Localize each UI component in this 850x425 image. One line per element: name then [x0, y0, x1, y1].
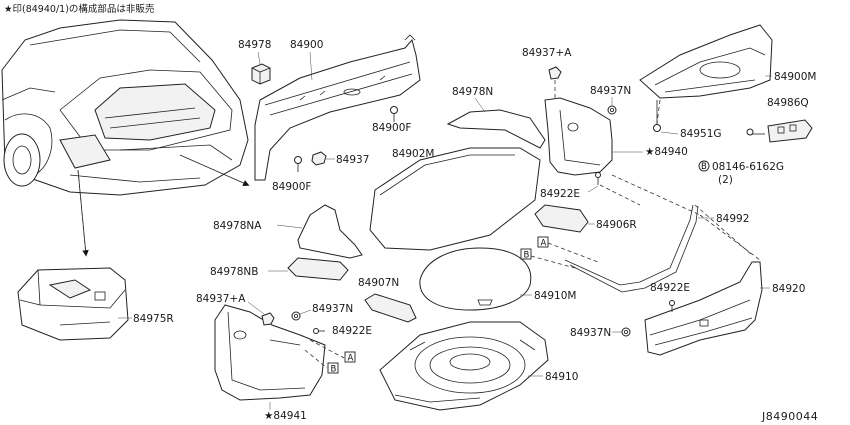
part-84900-shelf: [254, 34, 421, 181]
bolt-symbol-circle: [698, 160, 710, 172]
clip-84900f-a: [390, 106, 398, 122]
fastener-84922e-mid: [313, 328, 325, 334]
label-84978n: 84978N: [452, 86, 493, 98]
fastener-84937n-top: [607, 105, 617, 115]
label-84975r: 84975R: [133, 313, 174, 325]
ref-box-a-right-text: A: [541, 239, 547, 249]
part-84900m-lid-finisher: [639, 24, 773, 99]
part-84940-side-trim: [544, 97, 613, 176]
label-84978: 84978: [238, 39, 271, 51]
part-84992-strip: [564, 204, 699, 293]
part-84978n-trim: [446, 109, 546, 149]
label-08146-qty: (2): [718, 174, 733, 186]
label-84910m: 84910M: [534, 290, 576, 302]
ref-box-b-right: [520, 248, 532, 260]
label-84992: 84992: [716, 213, 749, 225]
fastener-84937a-top: [548, 66, 562, 80]
label-84920: 84920: [772, 283, 805, 295]
part-84907n-panel: [364, 293, 417, 323]
label-84922e-top: 84922E: [540, 188, 580, 200]
part-84978nb-panel: [287, 257, 349, 281]
ref-box-b-bot-text: B: [331, 365, 337, 375]
label-84937n-right: 84937N: [570, 327, 611, 339]
label-84941: ★84941: [264, 410, 307, 422]
label-84978nb: 84978NB: [210, 266, 258, 278]
label-84937a-bot: 84937+A: [196, 293, 246, 305]
ref-box-a-bot: [344, 351, 356, 363]
ref-box-a-bot-text: A: [348, 354, 354, 364]
label-84937n-top: 84937N: [590, 85, 631, 97]
fastener-84937n-mid: [291, 311, 301, 321]
bolt-symbol-text: B: [701, 162, 707, 172]
header-note: ★印(84940/1)の構成部品は非販売: [4, 3, 154, 15]
part-84906r-panel: [534, 204, 589, 233]
label-84978na: 84978NA: [213, 220, 262, 232]
label-84910: 84910: [545, 371, 578, 383]
clip-84900f-b: [294, 156, 302, 172]
label-84922e-mid: 84922E: [332, 325, 372, 337]
label-08146: 08146-6162G: [712, 161, 784, 173]
label-84902m: 84902M: [392, 148, 434, 160]
part-84941-side-trim: [214, 304, 326, 401]
label-84940: ★84940: [645, 146, 688, 158]
label-84937n-mid: 84937N: [312, 303, 353, 315]
label-84986q: 84986Q: [767, 97, 809, 109]
fastener-84937n-right: [621, 327, 631, 337]
part-84975r-tray: [17, 267, 129, 341]
bolt-08146: [746, 128, 765, 136]
fastener-84922e-right: [669, 300, 675, 312]
label-84900m: 84900M: [774, 71, 816, 83]
label-84907n: 84907N: [358, 277, 399, 289]
fastener-84937a-bot: [261, 312, 275, 326]
label-84900f-a: 84900F: [372, 122, 411, 134]
label-84906r: 84906R: [596, 219, 637, 231]
label-84900f-b: 84900F: [272, 181, 311, 193]
fastener-84922e-top: [595, 172, 601, 185]
label-84922e-right: 84922E: [650, 282, 690, 294]
label-84900: 84900: [290, 39, 323, 51]
part-84902m-mat: [369, 147, 541, 251]
ref-box-b-bot: [327, 362, 339, 374]
ref-box-b-right-text: B: [524, 251, 530, 261]
part-84910m-cover: [419, 247, 532, 311]
part-84978na-trim: [297, 204, 363, 259]
label-84951g: 84951G: [680, 128, 722, 140]
diagram-code: J8490044: [761, 410, 818, 423]
pointer-arrow-trunk: [179, 154, 250, 186]
part-84920-finisher: [644, 261, 763, 356]
part-84986q-bracket: [767, 119, 813, 143]
part-84978-clip: [251, 63, 271, 85]
fastener-84937: [311, 151, 327, 166]
clip-84951g: [653, 100, 661, 132]
ref-box-a-right: [537, 236, 549, 248]
label-84937a-top: 84937+A: [522, 47, 572, 59]
label-84937: 84937: [336, 154, 369, 166]
part-84910-tray: [379, 321, 549, 411]
car-rear-illustration: [1, 19, 249, 196]
